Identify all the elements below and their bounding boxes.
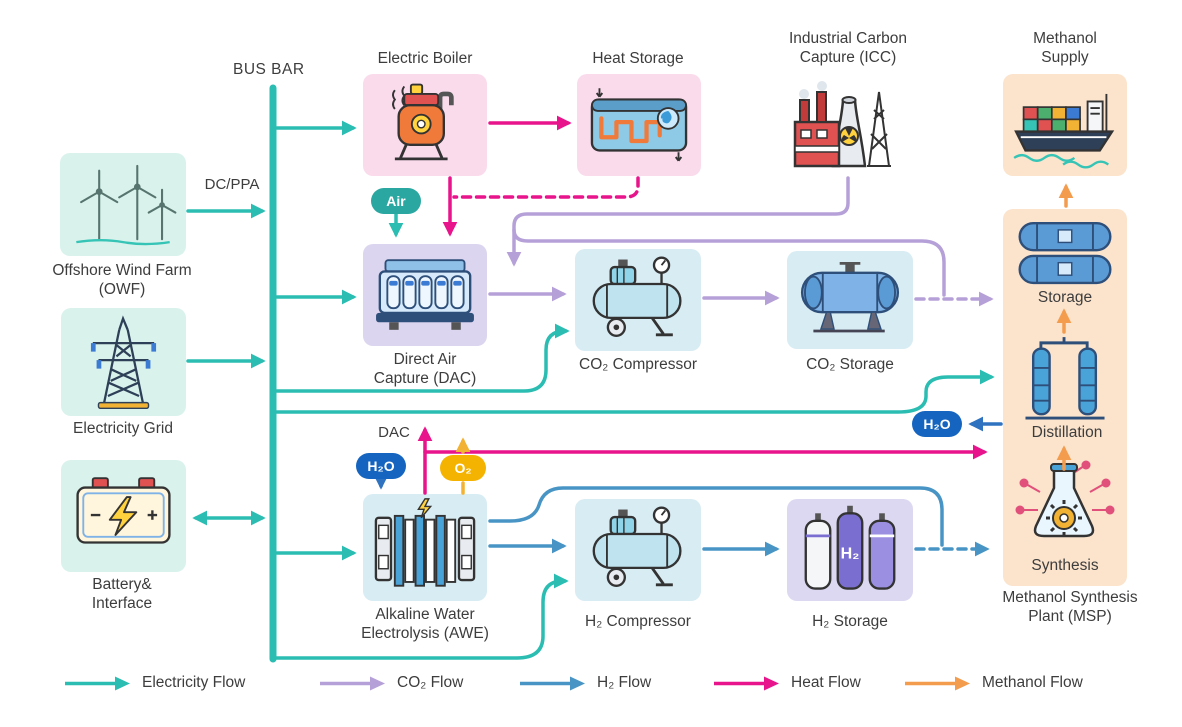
o2-out-badge: O₂	[440, 455, 486, 481]
wind-turbines-icon	[76, 164, 177, 246]
methanol-storage-tanks-icon	[1018, 221, 1112, 285]
electric-boiler-icon	[392, 83, 454, 161]
dac-heat-target-label: DAC	[378, 424, 410, 441]
electric-boiler-box	[363, 74, 487, 176]
dac-unit-icon	[376, 259, 474, 330]
legend-methanol-label: Methanol Flow	[982, 674, 1083, 691]
icc-label-line1: Industrial Carbon	[788, 30, 908, 47]
legend-h2: H₂ Flow	[518, 674, 651, 692]
factory-icon	[793, 81, 891, 168]
legend-heat-label: Heat Flow	[791, 674, 861, 691]
container-ship-icon	[1013, 93, 1115, 169]
msp-distillation-unit	[1012, 334, 1118, 424]
methanol-flow-arrow-icon	[905, 676, 970, 690]
co2-compressor-box	[575, 249, 701, 351]
legend-methanol: Methanol Flow	[903, 674, 1083, 692]
co2-compressor-label: CO₂ Compressor	[579, 356, 697, 373]
battery-label-line2: Interface	[91, 594, 153, 612]
dc-ppa-label: DC/PPA	[204, 176, 260, 193]
bus-bar-label: BUS BAR	[233, 61, 305, 78]
msp-caption-line2: Plant (MSP)	[1028, 607, 1112, 625]
electricity-flow-arrow-icon	[65, 676, 130, 690]
methanol-supply-label: Methanol Supply	[1033, 30, 1097, 68]
air-badge: Air	[371, 188, 421, 214]
awe-label-line2: Electrolysis (AWE)	[361, 624, 489, 642]
co2-flow-arrow-icon	[320, 676, 385, 690]
battery-label-line1: Battery&	[92, 576, 152, 593]
msp-storage-unit	[1012, 219, 1118, 289]
heat-exchanger-icon	[590, 88, 688, 162]
compressor-icon	[592, 256, 682, 337]
legend-heat: Heat Flow	[712, 674, 861, 692]
electric-boiler-label: Electric Boiler	[377, 50, 473, 67]
msp-synthesis-label: Synthesis	[1031, 557, 1099, 574]
co2-storage-box	[787, 251, 913, 349]
heat-storage-label: Heat Storage	[592, 50, 684, 67]
horizontal-tank-icon	[800, 261, 900, 333]
h2o-in-badge: H₂O	[356, 453, 406, 479]
msp-storage-label: Storage	[1037, 289, 1093, 306]
battery-label: Battery& Interface	[92, 576, 152, 614]
methanol-supply-box	[1003, 74, 1127, 176]
h2-compressor-box	[575, 499, 701, 601]
h2-storage-label: H₂ Storage	[812, 613, 888, 630]
gas-cylinders-icon: H₂	[804, 505, 896, 590]
h2-storage-box: H₂	[787, 499, 913, 601]
h2-flow-arrow-icon	[520, 676, 585, 690]
heat-flow-arrow-icon	[714, 676, 779, 690]
icc-box	[785, 74, 913, 176]
owf-label-line1: Offshore Wind Farm	[52, 262, 192, 279]
icc-label-line2: Capture (ICC)	[799, 48, 897, 66]
synthesis-flask-icon	[1015, 460, 1115, 538]
h2o-out-badge: H₂O	[912, 411, 962, 437]
msp-caption: Methanol Synthesis Plant (MSP)	[1002, 589, 1137, 627]
awe-label: Alkaline Water Electrolysis (AWE)	[361, 606, 489, 644]
owf-label: Offshore Wind Farm (OWF)	[52, 262, 191, 300]
transmission-tower-icon	[90, 315, 157, 409]
battery-box	[61, 460, 186, 572]
awe-box	[363, 494, 487, 601]
msp-caption-line1: Methanol Synthesis	[1002, 589, 1138, 606]
co2-flow-lines	[488, 176, 994, 307]
grid-label: Electricity Grid	[73, 420, 173, 437]
owf-box	[60, 153, 186, 256]
awe-label-line1: Alkaline Water	[375, 606, 475, 623]
owf-label-line2: (OWF)	[98, 280, 146, 298]
dac-label-line2: Capture (DAC)	[373, 369, 477, 387]
legend-electricity: Electricity Flow	[63, 674, 245, 692]
legend-co2-label: CO₂ Flow	[397, 674, 464, 691]
icc-label: Industrial Carbon Capture (ICC)	[789, 30, 907, 68]
distillation-columns-icon	[1025, 336, 1105, 419]
dac-label-line1: Direct Air	[393, 351, 457, 368]
grid-box	[61, 308, 186, 416]
h2-compressor-label: H₂ Compressor	[585, 613, 691, 630]
msp-distillation-label: Distillation	[1031, 424, 1103, 441]
msp-synthesis-unit	[1010, 458, 1120, 554]
legend-co2: CO₂ Flow	[318, 674, 463, 692]
co2-storage-label: CO₂ Storage	[806, 356, 894, 373]
legend-h2-label: H₂ Flow	[597, 674, 652, 691]
dac-box	[363, 244, 487, 346]
battery-icon	[76, 477, 171, 544]
compressor-icon	[592, 506, 682, 587]
legend-electricity-label: Electricity Flow	[142, 674, 246, 691]
methanol-supply-label-line1: Methanol	[1033, 30, 1097, 47]
heat-storage-box	[577, 74, 701, 176]
h2-cylinder-text: H₂	[841, 545, 860, 562]
dac-label: Direct Air Capture (DAC)	[374, 351, 477, 389]
electrolyzer-icon	[374, 498, 476, 587]
methanol-supply-label-line2: Supply	[1041, 48, 1089, 66]
